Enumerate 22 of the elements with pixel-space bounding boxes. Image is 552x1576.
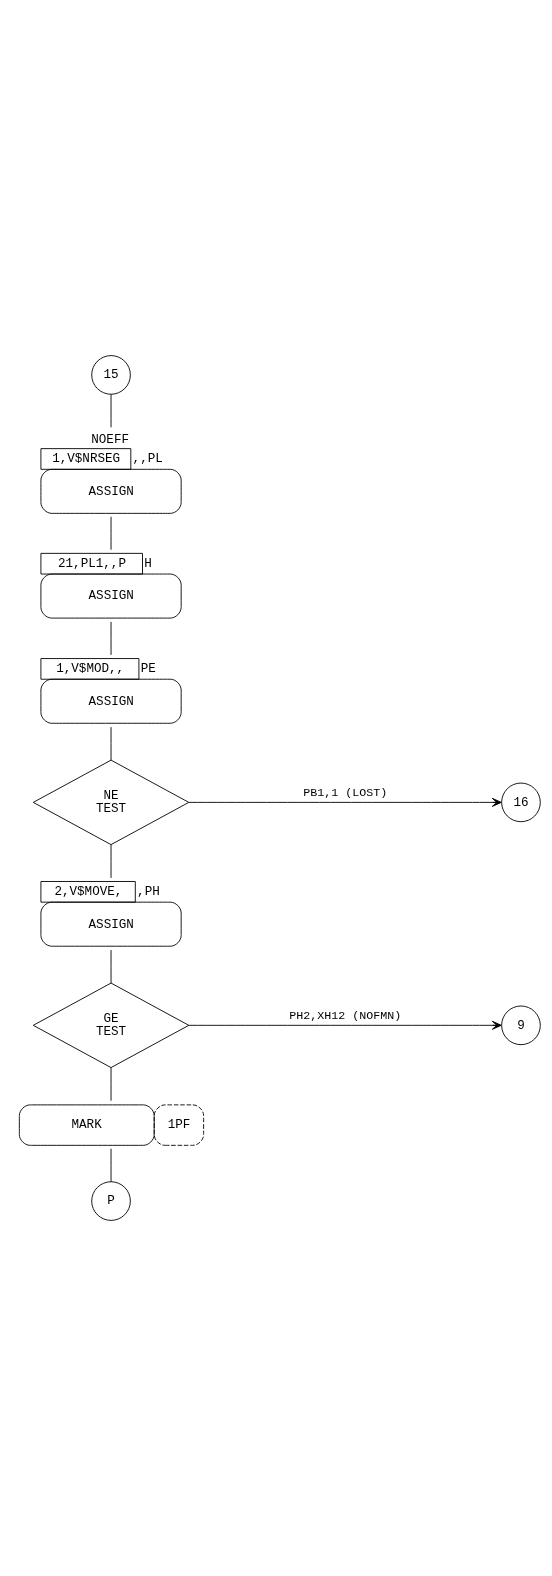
node-diamond: NE TEST [32,759,190,846]
node-circle: 9 [501,1005,541,1046]
node-circle: 16 [501,782,541,823]
connector [110,1067,112,1102]
node-circle: P [91,1181,131,1221]
connector [110,949,112,984]
connector [110,1148,112,1183]
arrow [188,797,502,807]
node-diamond: GE TEST [32,982,190,1069]
edge-label: PH2,XH12 (NOFMN) [289,1009,402,1024]
node-label: H [144,557,152,572]
connector [110,844,112,879]
connector [110,726,112,761]
node-label: 1PF [167,1118,191,1133]
node-label: ,PH [137,885,160,900]
node-label: ,,PL [132,452,163,467]
arrow [188,1020,502,1030]
edge-label: PB1,1 (LOST) [303,786,388,801]
node-label: NOEFF [91,433,130,448]
node-label: PE [140,662,156,677]
node-circle: 15 [91,355,131,395]
connector [110,393,112,428]
